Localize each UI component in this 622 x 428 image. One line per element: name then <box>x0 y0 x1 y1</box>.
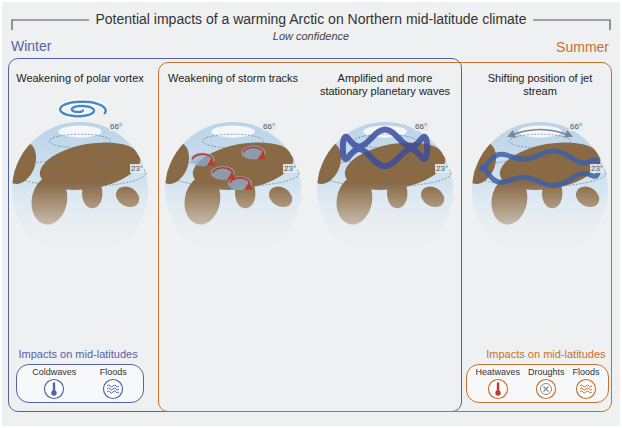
latitude-label: 66° <box>414 122 428 131</box>
flood-icon <box>102 378 124 400</box>
impact-item: Floods <box>98 367 129 400</box>
globe <box>152 121 302 259</box>
latitude-label: 66° <box>109 122 123 131</box>
globe <box>304 121 454 259</box>
latitude-label: 23° <box>283 164 297 173</box>
impact-name: Coldwaves <box>32 367 76 378</box>
latitude-label: 23° <box>435 164 449 173</box>
season-heading: Winter <box>11 38 51 54</box>
globe <box>459 121 609 259</box>
latitude-label: 66° <box>262 122 276 131</box>
storm-cloud <box>241 146 265 160</box>
impact-name: Floods <box>572 367 599 378</box>
panel-heading: Shifting position of jet stream <box>470 72 610 98</box>
storm-track <box>243 147 263 157</box>
flood-icon <box>575 378 597 400</box>
heat-icon <box>487 378 509 400</box>
storm-track <box>192 154 212 164</box>
impacts-heading: Impacts on mid-latitudes <box>19 348 138 360</box>
panel-heading: Amplified and more stationary planetary … <box>315 72 455 98</box>
diagram-title: Potential impacts of a warming Arctic on… <box>89 11 532 28</box>
title-row: Potential impacts of a warming Arctic on… <box>0 11 622 28</box>
storm-cloud <box>190 152 214 166</box>
planetary-wave <box>343 129 427 166</box>
impact-name: Heatwaves <box>475 367 520 378</box>
polar-vortex <box>60 102 106 117</box>
season-frame: WinterImpacts on mid-latitudesColdwavesF… <box>8 58 462 412</box>
latitude-label: 66° <box>569 122 583 131</box>
drought-icon <box>535 378 557 400</box>
storm-cloud <box>228 176 252 190</box>
impacts-heading: Impacts on mid-latitudes <box>486 348 605 360</box>
jet-stream <box>482 151 599 185</box>
impact-item: Heatwaves <box>473 367 522 400</box>
cold-icon <box>43 378 65 400</box>
impact-item: Coldwaves <box>30 367 78 400</box>
shift-arrow <box>510 129 570 135</box>
season-frame: SummerImpacts on mid-latitudesHeatwavesD… <box>158 62 612 412</box>
vortex-halo <box>60 102 106 117</box>
latitude-label: 23° <box>590 164 604 173</box>
storm-track <box>213 168 233 178</box>
storm-track <box>230 178 250 188</box>
impact-item: Floods <box>570 367 601 400</box>
panel-heading: Weakening of storm tracks <box>165 72 301 85</box>
globe <box>0 121 149 259</box>
impact-name: Droughts <box>528 367 565 378</box>
season-heading: Summer <box>556 39 609 55</box>
confidence-note: Low confidence <box>211 30 411 43</box>
impact-item: Droughts <box>526 367 567 400</box>
latitude-label: 23° <box>130 164 144 173</box>
panel-heading: Weakening of polar vortex <box>10 72 150 85</box>
impacts-box: Impacts on mid-latitudesColdwavesFloods <box>16 364 144 403</box>
impacts-box: Impacts on mid-latitudesHeatwavesDrought… <box>466 364 608 403</box>
storm-cloud <box>211 166 235 180</box>
impact-name: Floods <box>100 367 127 378</box>
